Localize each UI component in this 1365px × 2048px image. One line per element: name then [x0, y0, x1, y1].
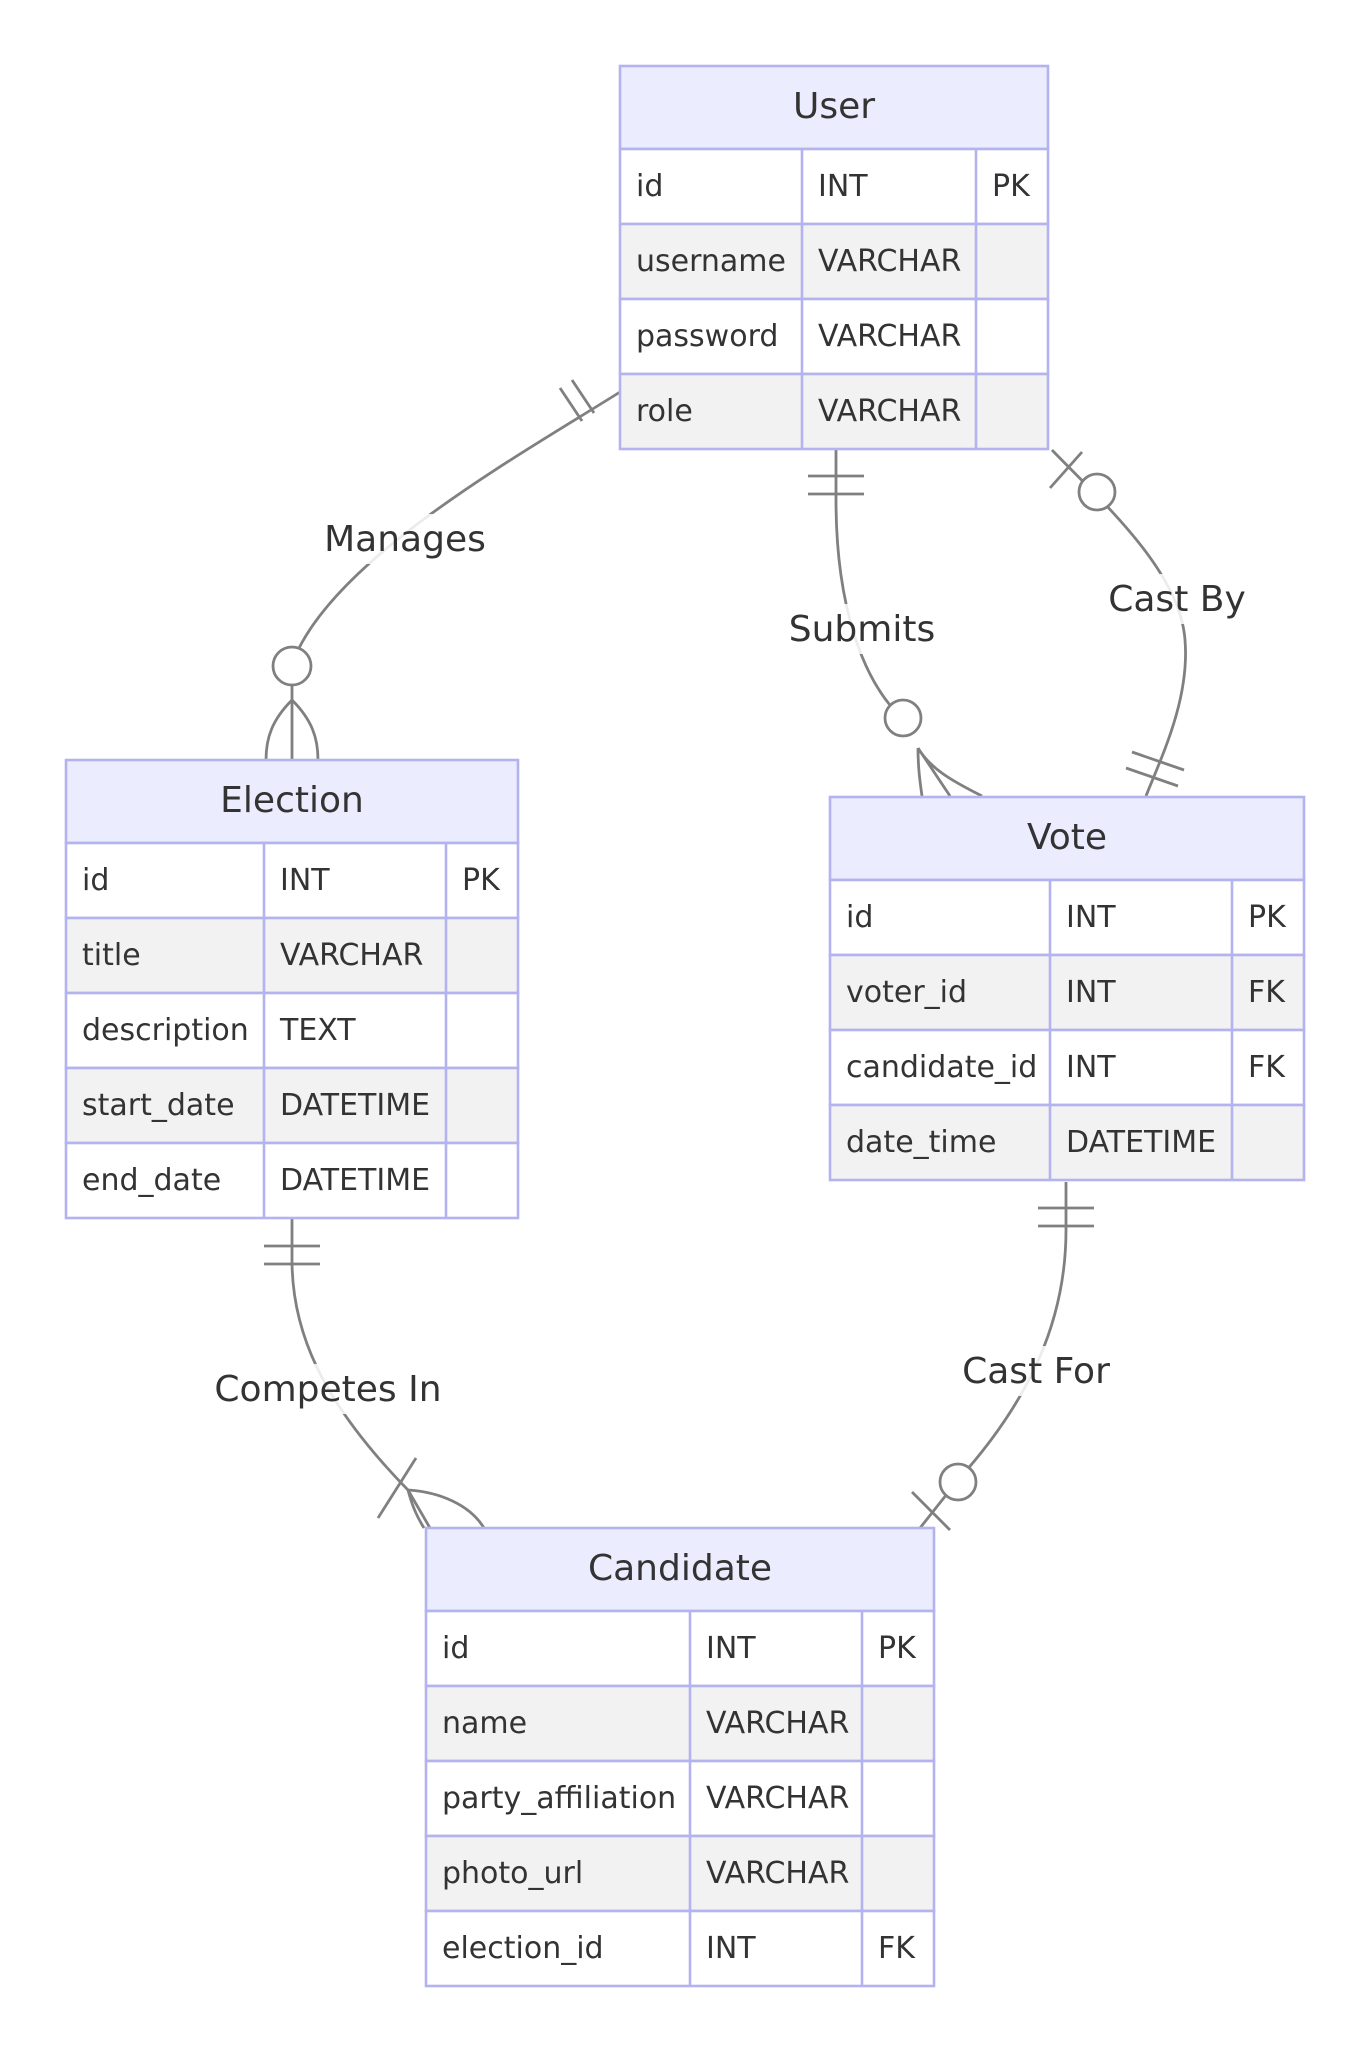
attribute-key: PK	[878, 1631, 917, 1666]
attribute-row	[64, 916, 520, 995]
label-manages: Manages	[323, 514, 487, 564]
attribute-name: id	[442, 1631, 469, 1666]
attribute-name: photo_url	[442, 1856, 583, 1891]
attribute-row	[828, 1028, 1306, 1107]
entity-vote: Vote id INT PK voter_id INT FK candidate…	[828, 795, 1306, 1182]
attribute-type: VARCHAR	[280, 938, 423, 973]
attribute-row	[424, 1609, 936, 1688]
attribute-row	[64, 991, 520, 1070]
attribute-row	[64, 1066, 520, 1145]
attribute-type: INT	[1066, 975, 1116, 1010]
attribute-name: description	[82, 1013, 249, 1048]
relationship-label: Manages	[324, 519, 486, 560]
attribute-type: DATETIME	[280, 1088, 430, 1123]
attribute-name: role	[636, 394, 693, 429]
attribute-name: title	[82, 938, 141, 973]
one-only-marker	[1125, 750, 1185, 788]
attribute-type: VARCHAR	[818, 319, 961, 354]
attribute-key: FK	[878, 1931, 916, 1966]
attribute-name: party_affiliation	[442, 1781, 676, 1816]
entity-title: Vote	[1027, 817, 1107, 858]
one-or-many-marker	[376, 1457, 486, 1529]
attribute-type: DATETIME	[1066, 1125, 1216, 1160]
attribute-row	[64, 841, 520, 920]
attribute-type: VARCHAR	[818, 394, 961, 429]
relationship-cast-by	[1048, 449, 1187, 797]
one-only-marker	[808, 474, 864, 496]
zero-or-one-marker	[1048, 451, 1117, 512]
one-only-marker	[264, 1244, 320, 1266]
attribute-key: PK	[462, 863, 501, 898]
entity-title: Election	[220, 780, 364, 821]
attribute-type: INT	[280, 863, 330, 898]
attribute-type: INT	[1066, 900, 1116, 935]
attribute-row	[828, 878, 1306, 957]
attribute-row	[424, 1759, 936, 1838]
attribute-name: id	[636, 169, 663, 204]
attribute-type: INT	[706, 1931, 756, 1966]
attribute-type: DATETIME	[280, 1163, 430, 1198]
attribute-type: VARCHAR	[706, 1856, 849, 1891]
attribute-name: end_date	[82, 1163, 221, 1198]
label-submits: Submits	[789, 604, 935, 654]
relationship-label: Submits	[789, 609, 935, 650]
attribute-row	[424, 1834, 936, 1913]
attribute-row	[424, 1909, 936, 1988]
entity-candidate: Candidate id INT PK name VARCHAR party_a…	[424, 1526, 936, 1988]
zero-or-many-marker	[883, 698, 983, 798]
entity-title: User	[793, 86, 875, 127]
attribute-type: INT	[706, 1631, 756, 1666]
attribute-type: INT	[1066, 1050, 1116, 1085]
attribute-name: password	[636, 319, 778, 354]
attribute-type: VARCHAR	[706, 1706, 849, 1741]
attribute-name: name	[442, 1706, 527, 1741]
attribute-key: PK	[992, 169, 1031, 204]
relationship-label: Cast For	[962, 1351, 1110, 1392]
one-only-marker	[1038, 1206, 1094, 1228]
attribute-name: id	[846, 900, 873, 935]
attribute-name: id	[82, 863, 109, 898]
entity-title: Candidate	[588, 1548, 772, 1589]
relationship-cast-for	[911, 1182, 1094, 1531]
attribute-name: date_time	[846, 1125, 996, 1160]
label-competes-in: Competes In	[214, 1364, 442, 1414]
attribute-name: candidate_id	[846, 1050, 1037, 1085]
attribute-row	[424, 1684, 936, 1763]
attribute-key: FK	[1248, 975, 1286, 1010]
attribute-type: VARCHAR	[818, 244, 961, 279]
attribute-name: election_id	[442, 1931, 604, 1966]
attribute-key: FK	[1248, 1050, 1286, 1085]
relationship-label: Cast By	[1108, 579, 1246, 620]
one-only-marker	[558, 379, 596, 422]
attribute-name: start_date	[82, 1088, 235, 1123]
attribute-row	[64, 1141, 520, 1220]
attribute-type: TEXT	[279, 1013, 356, 1048]
attribute-name: voter_id	[846, 975, 967, 1010]
attribute-key: PK	[1248, 900, 1287, 935]
entity-user: User id INT PK username VARCHAR password…	[618, 64, 1050, 451]
relationship-manages	[264, 379, 621, 761]
attribute-row	[828, 1103, 1306, 1182]
label-cast-by: Cast By	[1108, 574, 1246, 624]
entity-election: Election id INT PK title VARCHAR descrip…	[64, 758, 520, 1220]
attribute-type: INT	[818, 169, 868, 204]
zero-or-one-marker	[911, 1462, 978, 1531]
relationship-label: Competes In	[214, 1369, 441, 1410]
attribute-name: username	[636, 244, 786, 279]
label-cast-for: Cast For	[962, 1346, 1110, 1396]
zero-or-many-marker	[264, 645, 320, 761]
attribute-type: VARCHAR	[706, 1781, 849, 1816]
